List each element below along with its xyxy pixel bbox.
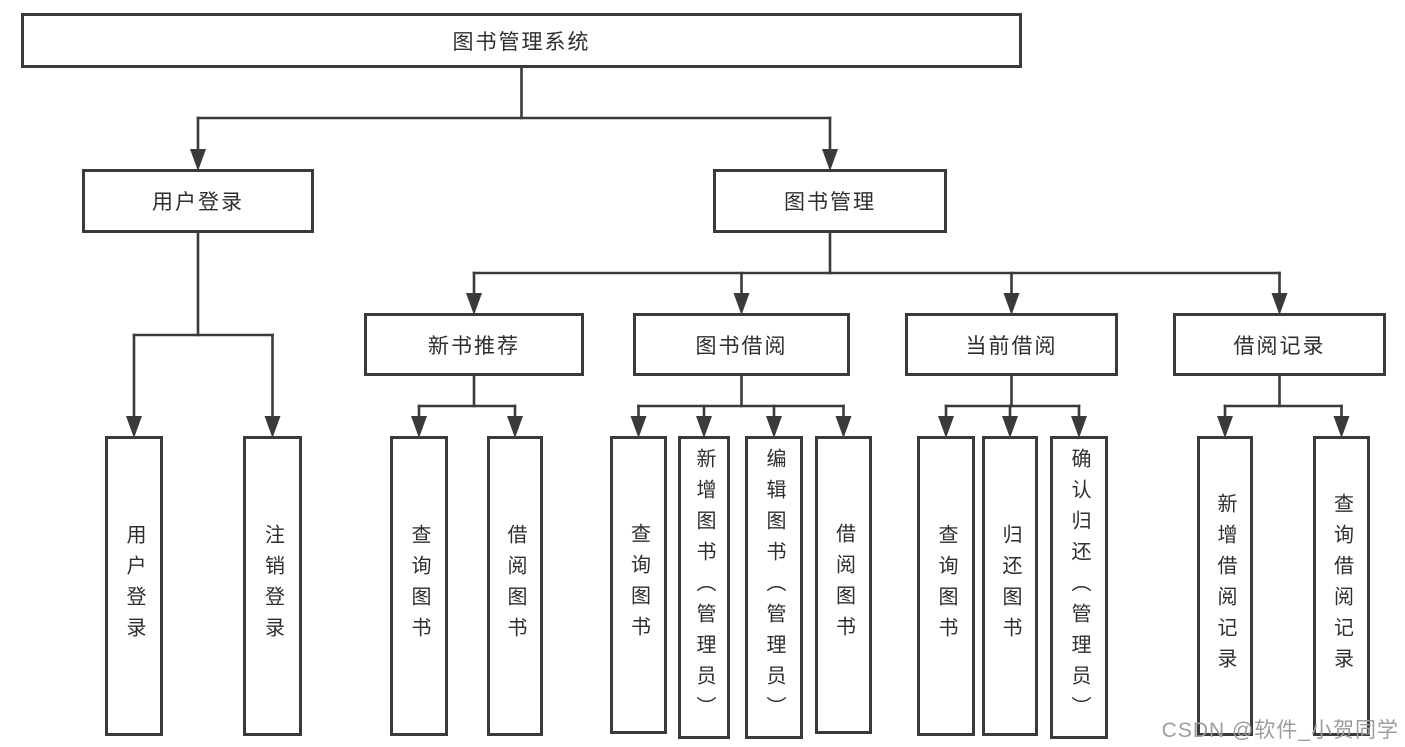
node-label: 借阅图书: [504, 524, 526, 648]
node-label: 新书推荐: [428, 334, 520, 358]
node-label: 查询图书: [408, 524, 430, 648]
node-label: 图书借阅: [695, 334, 788, 358]
node-logout-op: 注销登录: [243, 436, 302, 736]
node-label: 编辑图书（管理员）: [763, 448, 785, 727]
node-label: 新增借阅记录: [1214, 493, 1236, 679]
node-label: 归还图书: [999, 524, 1021, 648]
node-cb-return-book: 归还图书: [982, 436, 1038, 736]
node-borrow-records: 借阅记录: [1173, 313, 1386, 376]
node-bb-borrow-book: 借阅图书: [815, 436, 872, 734]
node-rec-query-book: 查询图书: [390, 436, 448, 736]
node-current-borrow: 当前借阅: [905, 313, 1118, 376]
node-root: 图书管理系统: [21, 13, 1022, 68]
node-label: 注销登录: [261, 524, 284, 648]
node-label: 用户登录: [152, 191, 244, 214]
node-login-op: 用户登录: [105, 436, 163, 736]
watermark: CSDN @软件_小贺同学: [1161, 719, 1399, 742]
node-label: 查询图书: [935, 524, 957, 648]
node-label: 图书管理: [784, 191, 876, 214]
node-label: 用户登录: [123, 524, 145, 648]
node-cb-confirm-return: 确认归还（管理员）: [1050, 436, 1108, 739]
node-label: 确认归还（管理员）: [1068, 448, 1090, 727]
node-label: 新增图书（管理员）: [693, 448, 715, 727]
node-label: 借阅图书: [832, 523, 855, 647]
node-book-borrow: 图书借阅: [633, 313, 850, 376]
node-bb-add-book: 新增图书（管理员）: [678, 436, 730, 739]
node-label: 查询借阅记录: [1330, 493, 1353, 679]
node-cb-query-book: 查询图书: [917, 436, 975, 736]
node-br-query-record: 查询借阅记录: [1313, 436, 1370, 736]
node-label: 借阅记录: [1233, 334, 1326, 358]
node-rec-borrow-book: 借阅图书: [487, 436, 543, 736]
node-new-book-rec: 新书推荐: [364, 313, 584, 376]
node-br-add-record: 新增借阅记录: [1197, 436, 1253, 736]
node-bb-edit-book: 编辑图书（管理员）: [745, 436, 803, 739]
node-label: 查询图书: [627, 523, 650, 647]
node-user-login: 用户登录: [82, 169, 314, 233]
node-book-mgmt: 图书管理: [713, 169, 947, 233]
node-label: 图书管理系统: [452, 30, 591, 54]
node-bb-query-book: 查询图书: [610, 436, 667, 734]
node-label: 当前借阅: [965, 334, 1058, 358]
